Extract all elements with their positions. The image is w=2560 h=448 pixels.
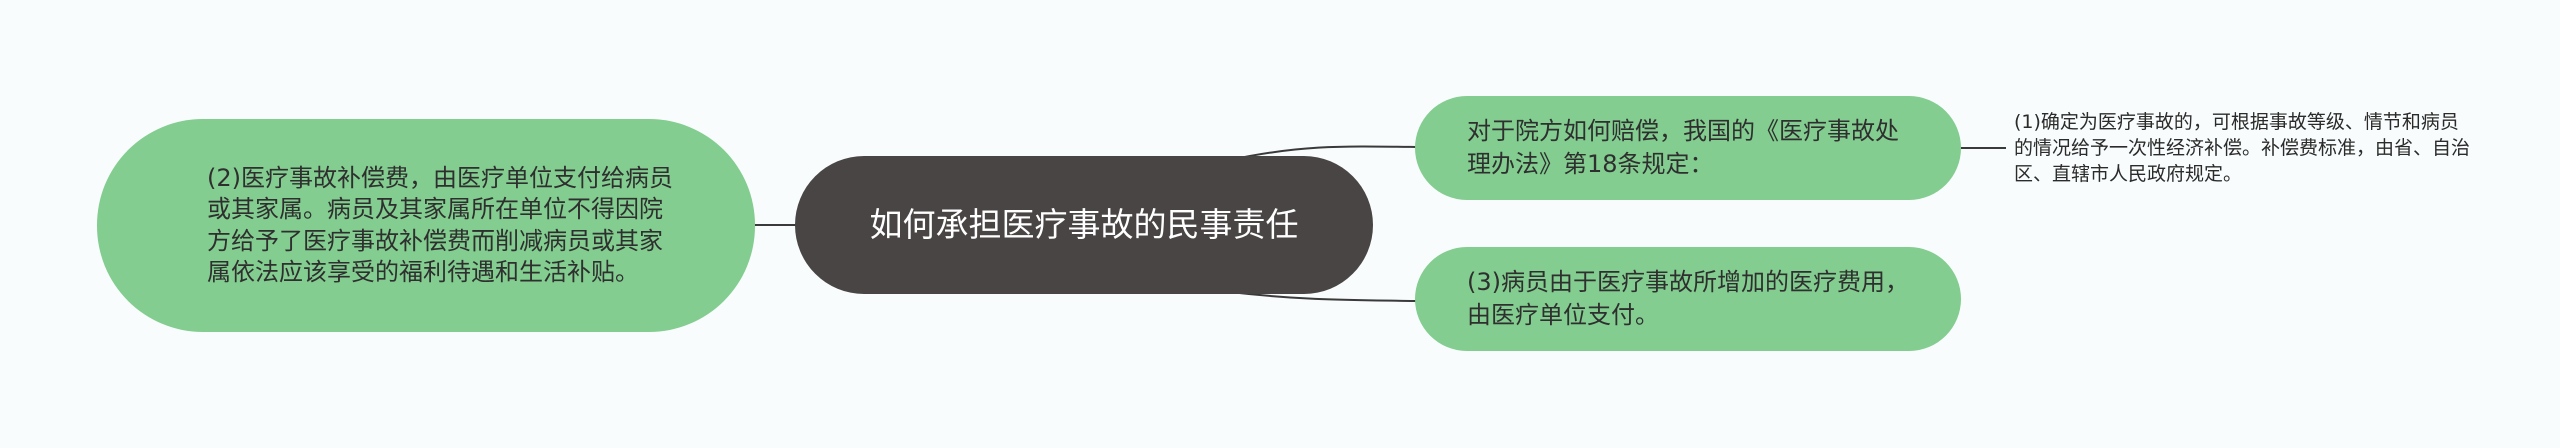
connector-root-right-bottom [1229,291,1418,302]
mindmap-node-right-top[interactable]: 对于院方如何赔偿，我国的《医疗事故处理办法》第18条规定： [1415,96,1961,200]
mindmap-node-left[interactable]: (2)医疗事故补偿费，由医疗单位支付给病员或其家属。病员及其家属所在单位不得因院… [97,119,755,332]
mindmap-node-right-bottom-text: (3)病员由于医疗事故所增加的医疗费用，由医疗单位支付。 [1467,268,1909,329]
mindmap-leaf-right-top[interactable]: (1)确定为医疗事故的，可根据事故等级、情节和病员的情况给予一次性经济补偿。补偿… [2014,109,2474,187]
mindmap-leaf-right-top-text: (1)确定为医疗事故的，可根据事故等级、情节和病员的情况给予一次性经济补偿。补偿… [2014,111,2471,185]
mindmap-node-right-bottom[interactable]: (3)病员由于医疗事故所增加的医疗费用，由医疗单位支付。 [1415,247,1961,351]
mindmap-root-node[interactable]: 如何承担医疗事故的民事责任 [795,156,1373,294]
mindmap-node-right-top-text: 对于院方如何赔偿，我国的《医疗事故处理办法》第18条规定： [1467,117,1899,178]
mindmap-root-text: 如何承担医疗事故的民事责任 [869,205,1299,244]
mindmap-node-left-text: (2)医疗事故补偿费，由医疗单位支付给病员或其家属。病员及其家属所在单位不得因院… [207,163,673,287]
connector-root-right-top [1229,145,1418,161]
